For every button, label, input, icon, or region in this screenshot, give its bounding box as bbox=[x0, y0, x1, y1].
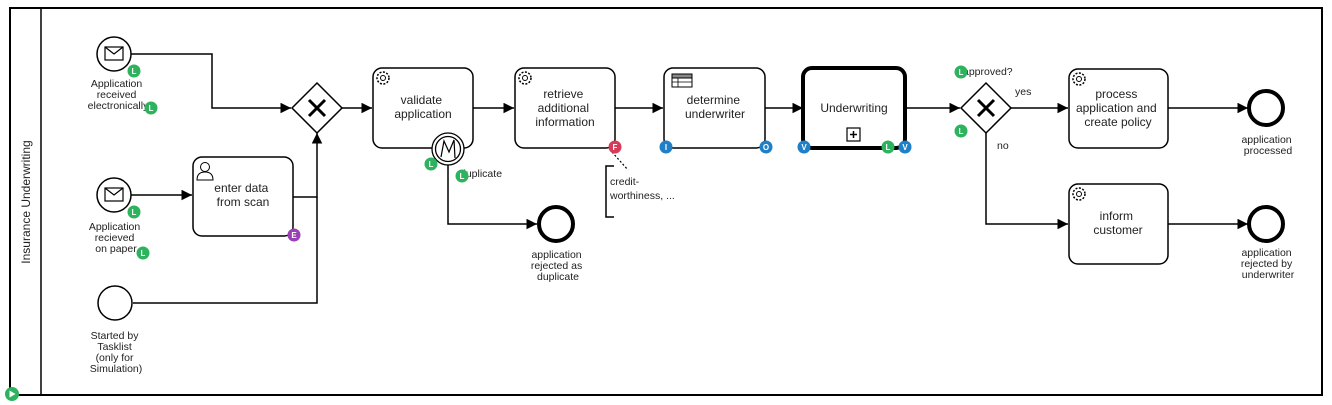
task-determine-underwriter[interactable]: determine underwriter bbox=[663, 67, 766, 149]
badge-listener[interactable]: L bbox=[127, 64, 141, 78]
badge-listener[interactable]: L bbox=[455, 169, 469, 183]
start-event-paper[interactable] bbox=[96, 177, 132, 213]
svg-text:retrieve additional: retrieve additional information bbox=[535, 87, 594, 129]
exclusive-gateway-merge[interactable] bbox=[290, 81, 344, 135]
svg-text:L: L bbox=[141, 249, 146, 258]
gear-icon bbox=[1072, 72, 1086, 86]
flow-tasklist-to-gateway[interactable] bbox=[133, 197, 318, 304]
start-event-tasklist-label: Started by Tasklist (only for Simulation… bbox=[90, 330, 143, 375]
annotation-text: credit- worthiness, ... bbox=[609, 176, 675, 202]
svg-text:E: E bbox=[291, 231, 297, 240]
svg-text:L: L bbox=[460, 172, 465, 181]
table-icon bbox=[671, 73, 693, 88]
svg-text:V: V bbox=[902, 143, 908, 152]
duplicate-flow-label: duplicate bbox=[460, 168, 502, 180]
svg-text:determine underwriter: determine underwriter bbox=[685, 93, 745, 121]
pool-label: Insurance Underwriting bbox=[19, 140, 33, 263]
svg-text:F: F bbox=[613, 143, 618, 152]
svg-text:L: L bbox=[959, 68, 964, 77]
end-event-duplicate[interactable] bbox=[537, 205, 575, 243]
badge-listener[interactable]: L bbox=[136, 246, 150, 260]
badge-listener[interactable]: L bbox=[424, 157, 438, 171]
badge-output[interactable]: O bbox=[759, 140, 773, 154]
badge-listener[interactable]: L bbox=[954, 124, 968, 138]
badge-variable[interactable]: V bbox=[797, 140, 811, 154]
svg-text:L: L bbox=[886, 143, 891, 152]
badge-input[interactable]: I bbox=[659, 140, 673, 154]
pool[interactable] bbox=[9, 7, 1323, 396]
svg-text:inform customer: inform customer bbox=[1093, 209, 1142, 237]
end-event-processed[interactable] bbox=[1247, 89, 1285, 127]
svg-text:O: O bbox=[763, 143, 769, 152]
end-event-processed-label: application processed bbox=[1241, 134, 1294, 157]
svg-text:L: L bbox=[132, 208, 137, 217]
start-event-electronic-label: Application received electronically bbox=[88, 78, 149, 112]
start-event-tasklist[interactable] bbox=[97, 285, 133, 321]
badge-execution-listener[interactable]: E bbox=[287, 228, 301, 242]
exclusive-gateway-approved[interactable] bbox=[959, 81, 1013, 135]
annotation-association bbox=[611, 151, 629, 171]
gear-icon bbox=[518, 71, 532, 85]
task-process-application[interactable]: process application and create policy bbox=[1068, 68, 1169, 149]
expand-plus-icon[interactable] bbox=[846, 127, 861, 142]
flow-enter-to-gateway[interactable] bbox=[293, 133, 323, 198]
flow-electronic-to-gateway[interactable] bbox=[130, 53, 291, 114]
badge-listener[interactable]: L bbox=[881, 140, 895, 154]
start-event-paper-label: Application recieved on paper bbox=[89, 221, 143, 255]
badge-field[interactable]: F bbox=[608, 140, 622, 154]
svg-text:V: V bbox=[801, 143, 807, 152]
user-icon bbox=[196, 162, 214, 181]
task-inform-customer[interactable]: inform customer bbox=[1068, 183, 1169, 265]
badge-variable[interactable]: V bbox=[898, 140, 912, 154]
flow-duplicate-to-end[interactable] bbox=[447, 165, 537, 230]
gear-icon bbox=[1072, 187, 1086, 201]
badge-listener[interactable]: L bbox=[954, 65, 968, 79]
flow-gateway-no-to-inform[interactable] bbox=[985, 133, 1068, 230]
svg-text:L: L bbox=[132, 67, 137, 76]
gear-icon bbox=[376, 71, 390, 85]
no-flow-label: no bbox=[997, 140, 1009, 152]
svg-text:Underwriting: Underwriting bbox=[820, 101, 887, 115]
x-icon bbox=[976, 98, 996, 118]
svg-text:process application and: process application and create policy bbox=[1076, 87, 1160, 129]
gateway-approved-label: approved? bbox=[963, 66, 1013, 78]
annotation-bracket bbox=[605, 165, 614, 218]
boundary-error-event[interactable] bbox=[431, 132, 465, 166]
task-enter-data[interactable]: enter data from scan bbox=[192, 156, 294, 237]
x-icon bbox=[307, 98, 327, 118]
task-validate-application[interactable]: validate application bbox=[372, 67, 474, 149]
svg-text:L: L bbox=[959, 127, 964, 136]
svg-text:enter data from scan: enter data from scan bbox=[214, 181, 271, 209]
svg-text:L: L bbox=[149, 104, 154, 113]
svg-text:validate application: validate application bbox=[394, 93, 451, 121]
svg-text:I: I bbox=[665, 143, 667, 152]
end-event-duplicate-label: application rejected as duplicate bbox=[531, 249, 585, 283]
badge-listener[interactable]: L bbox=[127, 205, 141, 219]
yes-flow-label: yes bbox=[1015, 86, 1031, 98]
error-icon bbox=[440, 139, 456, 159]
play-icon[interactable] bbox=[5, 387, 19, 401]
badge-listener[interactable]: L bbox=[144, 101, 158, 115]
task-retrieve-information[interactable]: retrieve additional information bbox=[514, 67, 616, 149]
start-event-electronic[interactable] bbox=[96, 36, 132, 72]
end-event-rejected[interactable] bbox=[1247, 205, 1285, 243]
subprocess-underwriting[interactable]: Underwriting bbox=[801, 66, 907, 150]
end-event-rejected-label: application rejected by underwriter bbox=[1241, 247, 1295, 281]
svg-text:L: L bbox=[429, 160, 434, 169]
